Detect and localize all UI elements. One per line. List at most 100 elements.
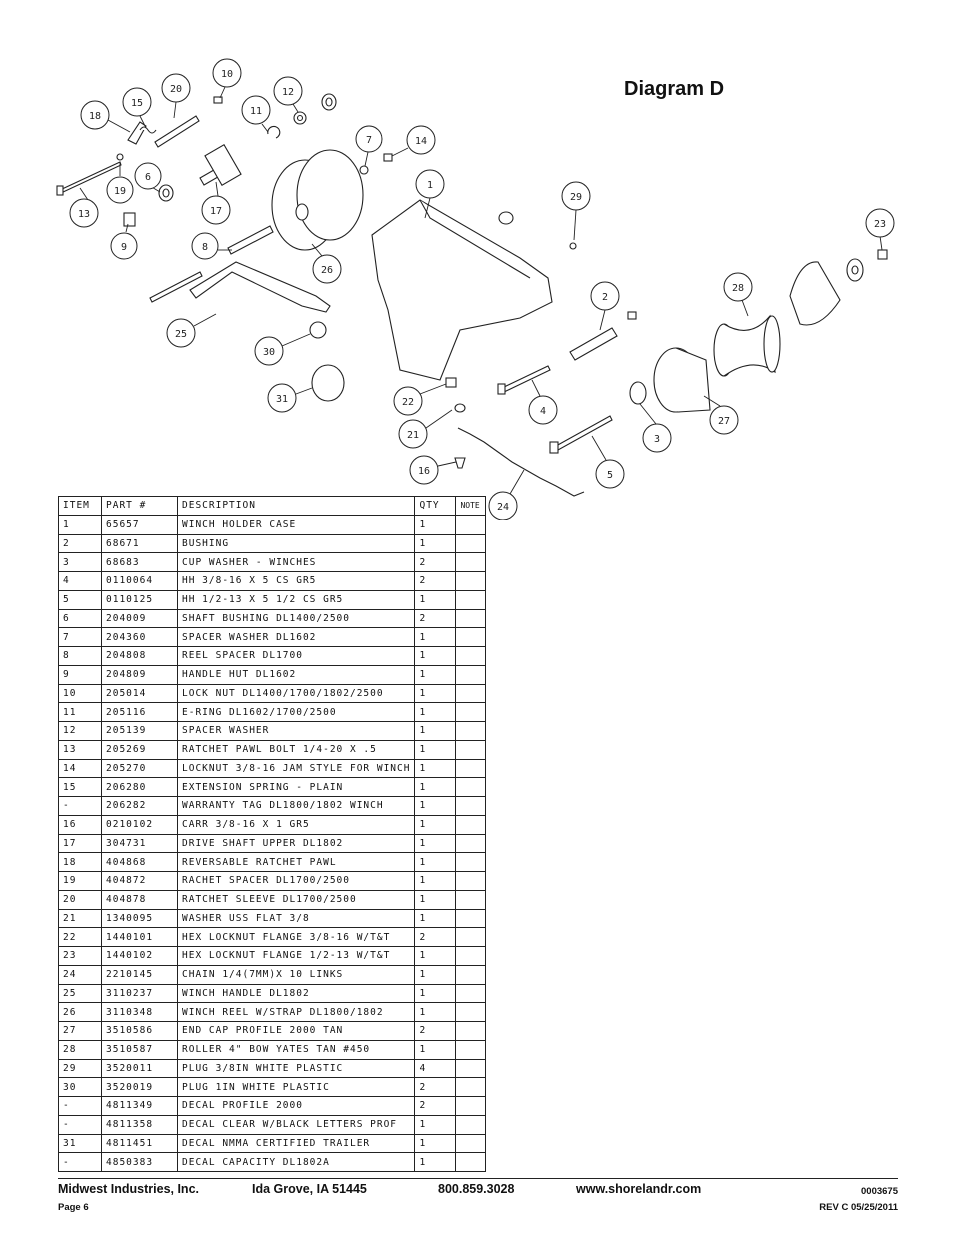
cell-qty: 2 (414, 1077, 457, 1097)
cell-item: 3 (58, 552, 102, 572)
callout-14: 14 (391, 125, 436, 157)
cell-note (455, 1039, 487, 1060)
cell-description: HH 1/2-13 X 5 1/2 CS GR5 (176, 589, 416, 610)
cell-part-number: 4811451 (101, 1133, 178, 1154)
cell-part-number: 1340095 (101, 908, 178, 929)
callout-28: 28 (723, 272, 753, 317)
callout-11: 11 (241, 95, 271, 133)
cell-note (455, 833, 487, 854)
callout-25: 25 (166, 313, 217, 348)
cell-description: CUP WASHER - WINCHES (176, 552, 416, 572)
cell-qty: 1 (414, 1114, 457, 1135)
cell-part-number: 204009 (101, 608, 178, 629)
cell-part-number: 206282 (101, 796, 178, 816)
cell-qty: 1 (414, 1152, 457, 1172)
cell-qty: 1 (414, 683, 457, 704)
svg-text:14: 14 (415, 136, 427, 147)
cell-item: 6 (58, 608, 102, 629)
callout-26: 26 (311, 243, 342, 284)
cell-note (455, 777, 487, 797)
cell-note (455, 871, 487, 891)
cell-qty: 4 (414, 1058, 457, 1079)
cell-part-number: 4811349 (101, 1096, 178, 1116)
footer-company: Midwest Industries, Inc. (58, 1182, 199, 1196)
cell-qty: 1 (414, 721, 457, 741)
cell-part-number: 1440101 (101, 927, 178, 947)
cell-note (455, 852, 487, 872)
cell-note (455, 946, 487, 966)
cell-note (455, 739, 487, 760)
cell-description: DECAL CAPACITY DL1802A (176, 1152, 416, 1172)
cell-item: - (58, 1114, 102, 1135)
svg-text:24: 24 (497, 502, 509, 513)
cell-description: DECAL PROFILE 2000 (176, 1096, 416, 1116)
cell-description: E-RING DL1602/1700/2500 (176, 702, 416, 722)
callout-24: 24 (488, 469, 525, 520)
callout-13: 13 (69, 187, 99, 228)
cell-qty: 2 (414, 571, 457, 591)
cell-qty: 1 (414, 1002, 457, 1022)
footer-website: www.shorelandr.com (576, 1182, 702, 1196)
cell-part-number: 3110348 (101, 1002, 178, 1022)
cell-item: 13 (58, 739, 102, 760)
callout-23: 23 (865, 208, 895, 251)
cell-description: RATCHET SLEEVE DL1700/2500 (176, 889, 416, 910)
col-description: DESCRIPTION (176, 496, 416, 516)
cell-item: - (58, 1152, 102, 1172)
svg-text:4: 4 (540, 406, 546, 417)
cell-qty: 2 (414, 552, 457, 572)
cell-part-number: 3510587 (101, 1039, 178, 1060)
cell-note (455, 721, 487, 741)
cell-item: 31 (58, 1133, 102, 1154)
cell-item: 9 (58, 664, 102, 685)
callout-31: 31 (267, 383, 313, 413)
cell-part-number: 206280 (101, 777, 178, 797)
cell-part-number: 304731 (101, 833, 178, 854)
cell-note (455, 1152, 487, 1172)
cell-item: 2 (58, 533, 102, 554)
cell-qty: 1 (414, 833, 457, 854)
svg-text:21: 21 (407, 430, 419, 441)
cell-description: HH 3/8-16 X 5 CS GR5 (176, 571, 416, 591)
callout-2: 2 (590, 281, 620, 331)
cell-item: 30 (58, 1077, 102, 1097)
cell-qty: 1 (414, 777, 457, 797)
svg-text:11: 11 (250, 106, 262, 117)
cell-note (455, 1114, 487, 1135)
cell-qty: 1 (414, 852, 457, 872)
cell-note (455, 514, 487, 535)
svg-text:13: 13 (78, 209, 90, 220)
cell-item: 10 (58, 683, 102, 704)
svg-text:26: 26 (321, 265, 333, 276)
cell-description: HEX LOCKNUT FLANGE 3/8-16 W/T&T (176, 927, 416, 947)
cell-part-number: 68683 (101, 552, 178, 572)
callout-1: 1 (415, 169, 445, 219)
cell-item: 14 (58, 758, 102, 779)
cell-part-number: 0110125 (101, 589, 178, 610)
cell-item: 7 (58, 627, 102, 647)
table-header-row: ITEM PART # DESCRIPTION QTY NOTE (58, 496, 487, 516)
cell-item: 22 (58, 927, 102, 947)
cell-description: LOCK NUT DL1400/1700/1802/2500 (176, 683, 416, 704)
exploded-parts-diagram: 1 2 3 4 5 6 7 8 9 10 11 12 13 14 15 16 1… (56, 58, 895, 520)
callout-bubbles: 1 2 3 4 5 6 7 8 9 10 11 12 13 14 15 16 1… (69, 58, 895, 520)
callout-20: 20 (161, 73, 191, 119)
cell-note (455, 908, 487, 929)
svg-text:3: 3 (654, 434, 660, 445)
callout-5: 5 (591, 435, 625, 489)
svg-text:8: 8 (202, 242, 208, 253)
